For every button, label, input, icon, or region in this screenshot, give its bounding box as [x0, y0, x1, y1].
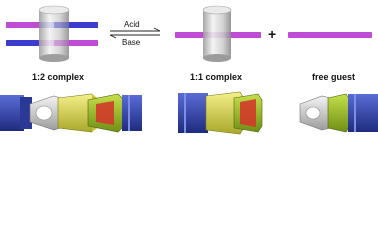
host-cylinder — [38, 5, 70, 62]
diagram-graphics — [0, 5, 378, 135]
equilibrium-arrows — [109, 27, 161, 39]
complex-1-2-top — [6, 5, 98, 62]
complex-1-1-top — [175, 5, 261, 62]
buckle-free-guest-illustration — [299, 93, 378, 133]
buckle-1-1-illustration — [178, 91, 263, 135]
acid-label: Acid — [124, 20, 140, 29]
label-1-1-complex: 1:1 complex — [190, 72, 243, 82]
base-label: Base — [122, 38, 141, 47]
label-1-2-complex: 1:2 complex — [32, 72, 85, 82]
buckle-1-2-illustration — [0, 93, 142, 133]
diagram-canvas: Acid Base + 1:2 complex 1:1 complex free… — [0, 5, 378, 135]
host-cylinder-middle — [202, 5, 232, 62]
free-guest-rod — [288, 32, 372, 38]
label-free-guest: free guest — [312, 72, 356, 82]
plus-sign: + — [268, 26, 277, 42]
